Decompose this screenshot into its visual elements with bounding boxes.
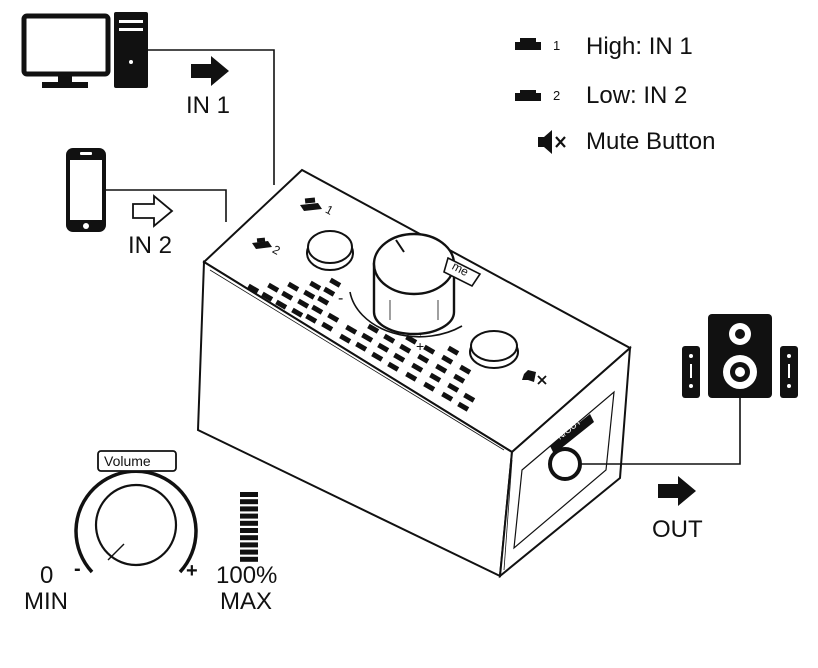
led-segment xyxy=(371,351,384,362)
arrow-out-icon xyxy=(658,476,696,506)
led-segment xyxy=(267,282,280,293)
led-segment xyxy=(423,344,436,355)
legend-high-text: High: IN 1 xyxy=(586,33,693,60)
input-low-icon xyxy=(515,90,541,101)
desktop-computer-icon xyxy=(21,12,148,88)
speaker-system-icon xyxy=(682,314,798,398)
volume-level-segment xyxy=(240,506,258,512)
led-segment xyxy=(441,354,454,365)
led-segment xyxy=(447,345,460,356)
volume-level-segment xyxy=(240,556,258,562)
led-segment xyxy=(441,391,454,402)
device-plus: + xyxy=(416,338,425,354)
led-segment xyxy=(411,362,424,373)
led-segment xyxy=(393,352,406,363)
led-segment xyxy=(383,333,396,344)
led-segment xyxy=(321,321,334,332)
led-segment xyxy=(377,342,390,353)
led-segment xyxy=(247,283,260,294)
legend-high-index: 1 xyxy=(553,38,561,53)
cable-out xyxy=(580,398,741,465)
volume-min-text: MIN xyxy=(24,588,68,615)
led-segment xyxy=(405,371,418,382)
led-segment xyxy=(429,372,442,383)
smartphone-icon xyxy=(66,148,106,232)
in1-label: IN 1 xyxy=(186,92,231,119)
led-segment xyxy=(435,363,448,374)
device-minus: - xyxy=(338,290,344,307)
device-mute-icon xyxy=(522,370,547,385)
led-segment xyxy=(261,291,274,302)
volume-max-text: MAX xyxy=(220,588,273,615)
led-segment xyxy=(329,277,342,288)
led-segment xyxy=(305,313,318,324)
arrow-in2-icon xyxy=(132,194,174,228)
input-select-button[interactable] xyxy=(306,230,354,271)
speaker-mute-icon xyxy=(538,130,566,154)
volume-level-segment xyxy=(240,549,258,555)
led-segment xyxy=(417,353,430,364)
audio-switcher-device xyxy=(196,168,632,579)
led-segment xyxy=(303,289,316,300)
legend-low-text: Low: IN 2 xyxy=(586,82,688,109)
led-segment xyxy=(355,341,368,352)
volume-max-value: 100% xyxy=(216,562,278,589)
out-label: OUT xyxy=(652,516,703,543)
led-segment xyxy=(447,382,460,393)
cable-in1 xyxy=(148,49,275,185)
volume-level-segment xyxy=(240,492,258,497)
mute-button[interactable] xyxy=(469,330,519,369)
volume-minus: - xyxy=(74,558,81,580)
volume-level-segment xyxy=(240,535,258,541)
led-segment xyxy=(281,290,294,301)
led-segment xyxy=(405,334,418,345)
volume-level-segment xyxy=(240,520,258,526)
volume-level-segment xyxy=(240,513,258,519)
led-segment xyxy=(457,401,470,412)
led-segment xyxy=(317,295,330,306)
led-segment xyxy=(311,304,324,315)
legend-mute-text: Mute Button xyxy=(586,128,716,155)
in2-label: IN 2 xyxy=(128,232,173,259)
led-segment xyxy=(291,307,304,318)
volume-detail-knob xyxy=(74,450,198,574)
level-meter-leds xyxy=(247,277,476,412)
volume-level-bars xyxy=(240,492,258,562)
led-segment xyxy=(387,361,400,372)
arrow-in1-icon xyxy=(191,56,229,86)
led-segment xyxy=(361,332,374,343)
led-segment xyxy=(423,381,436,392)
legend-low-index: 2 xyxy=(553,88,561,103)
led-segment xyxy=(275,299,288,310)
led-segment xyxy=(323,286,336,297)
volume-min-value: 0 xyxy=(40,562,54,589)
volume-plus: + xyxy=(186,560,198,582)
volume-level-segment xyxy=(240,528,258,533)
led-segment xyxy=(399,343,412,354)
volume-level-segment xyxy=(240,499,258,505)
led-segment xyxy=(309,280,322,291)
input-high-icon xyxy=(515,38,541,50)
device-high-icon xyxy=(300,197,322,211)
volume-detail-label: Volume xyxy=(104,453,151,469)
led-segment xyxy=(345,324,358,335)
led-segment xyxy=(453,373,466,384)
led-segment xyxy=(463,392,476,403)
device-low-icon xyxy=(252,237,272,249)
led-segment xyxy=(297,298,310,309)
led-segment xyxy=(287,281,300,292)
device-volume-knob[interactable] xyxy=(349,232,482,338)
led-segment xyxy=(339,333,352,344)
volume-level-segment xyxy=(240,542,258,548)
cable-in2 xyxy=(106,189,227,222)
led-segment xyxy=(367,323,380,334)
led-segment xyxy=(459,364,472,375)
led-segment xyxy=(327,312,340,323)
